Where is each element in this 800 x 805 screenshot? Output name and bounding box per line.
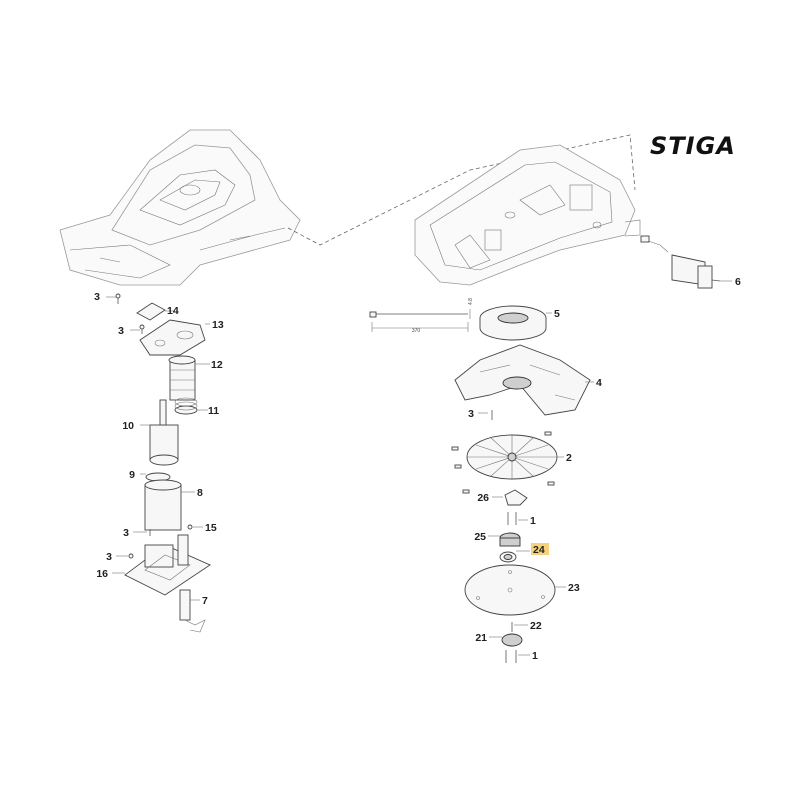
callout-15: 15	[205, 522, 217, 534]
callout-2: 2	[566, 452, 572, 464]
callout-labels: 3 14 3 13 12 11 10 9 8 3 15 3 16 7 6 5 4…	[94, 276, 741, 662]
part-12-spring-housing	[168, 355, 210, 401]
part-2-blade-disc	[451, 431, 564, 494]
callout-22: 22	[530, 620, 542, 632]
callout-26: 26	[477, 492, 489, 504]
callout-21: 21	[475, 632, 487, 644]
callout-13: 13	[212, 319, 224, 331]
part-25-drive-hub	[488, 532, 521, 547]
callout-4: 4	[596, 377, 602, 389]
callout-12: 12	[211, 359, 223, 371]
callout-9: 9	[129, 469, 135, 481]
callout-10: 10	[122, 420, 134, 432]
part-10-height-motor	[140, 399, 179, 466]
part-22-pin	[511, 622, 528, 632]
part-3-screw-d	[116, 553, 134, 559]
callout-24: 24	[533, 544, 545, 556]
callout-11: 11	[208, 405, 219, 417]
part-11-spring	[174, 397, 208, 415]
callout-6: 6	[735, 276, 741, 288]
part-13-mount-plate	[139, 319, 210, 356]
part-14-bracket	[136, 302, 175, 321]
part-5-ring	[479, 305, 552, 341]
callout-3: 3	[118, 325, 124, 337]
part-15-screw	[187, 524, 203, 530]
part-16-base-housing	[112, 534, 211, 596]
part-21-gear	[489, 633, 523, 647]
callout-3: 3	[106, 551, 112, 563]
callout-5: 5	[554, 308, 560, 320]
part-24-bearing-highlighted	[499, 550, 530, 563]
callout-1: 1	[532, 650, 538, 662]
mower-chassis	[414, 144, 641, 286]
tie-width-dimension: 4.8	[468, 298, 474, 305]
part-3-screw-a	[106, 293, 121, 304]
callout-7: 7	[202, 595, 208, 607]
callout-14: 14	[167, 305, 179, 317]
callout-1: 1	[530, 515, 536, 527]
cable-tie	[369, 309, 471, 332]
part-3-screw-b	[130, 324, 145, 334]
callout-24-highlight	[531, 543, 549, 555]
mower-body-cover	[59, 129, 301, 286]
part-26-hub	[492, 489, 528, 506]
dashed-connector	[287, 134, 636, 246]
tie-length-dimension: 370	[412, 328, 421, 334]
part-3-screw-c	[133, 529, 151, 536]
part-1-screws-a	[507, 512, 528, 525]
part-23-skid-plate	[464, 564, 566, 616]
part-4-blade-guard	[454, 344, 594, 416]
callout-8: 8	[197, 487, 203, 499]
part-3-screw-e	[478, 410, 493, 420]
part-1-screws-b	[505, 650, 530, 663]
part-6-charging-motor	[640, 235, 732, 289]
stiga-logo: STIGA	[650, 132, 736, 160]
callout-16: 16	[96, 568, 108, 580]
callout-23: 23	[568, 582, 580, 594]
callout-3: 3	[123, 527, 129, 539]
part-7-sensor	[179, 589, 206, 633]
callout-25: 25	[474, 531, 486, 543]
part-8-motor-cover	[144, 479, 195, 531]
callout-3: 3	[94, 291, 100, 303]
callout-3: 3	[468, 408, 474, 420]
